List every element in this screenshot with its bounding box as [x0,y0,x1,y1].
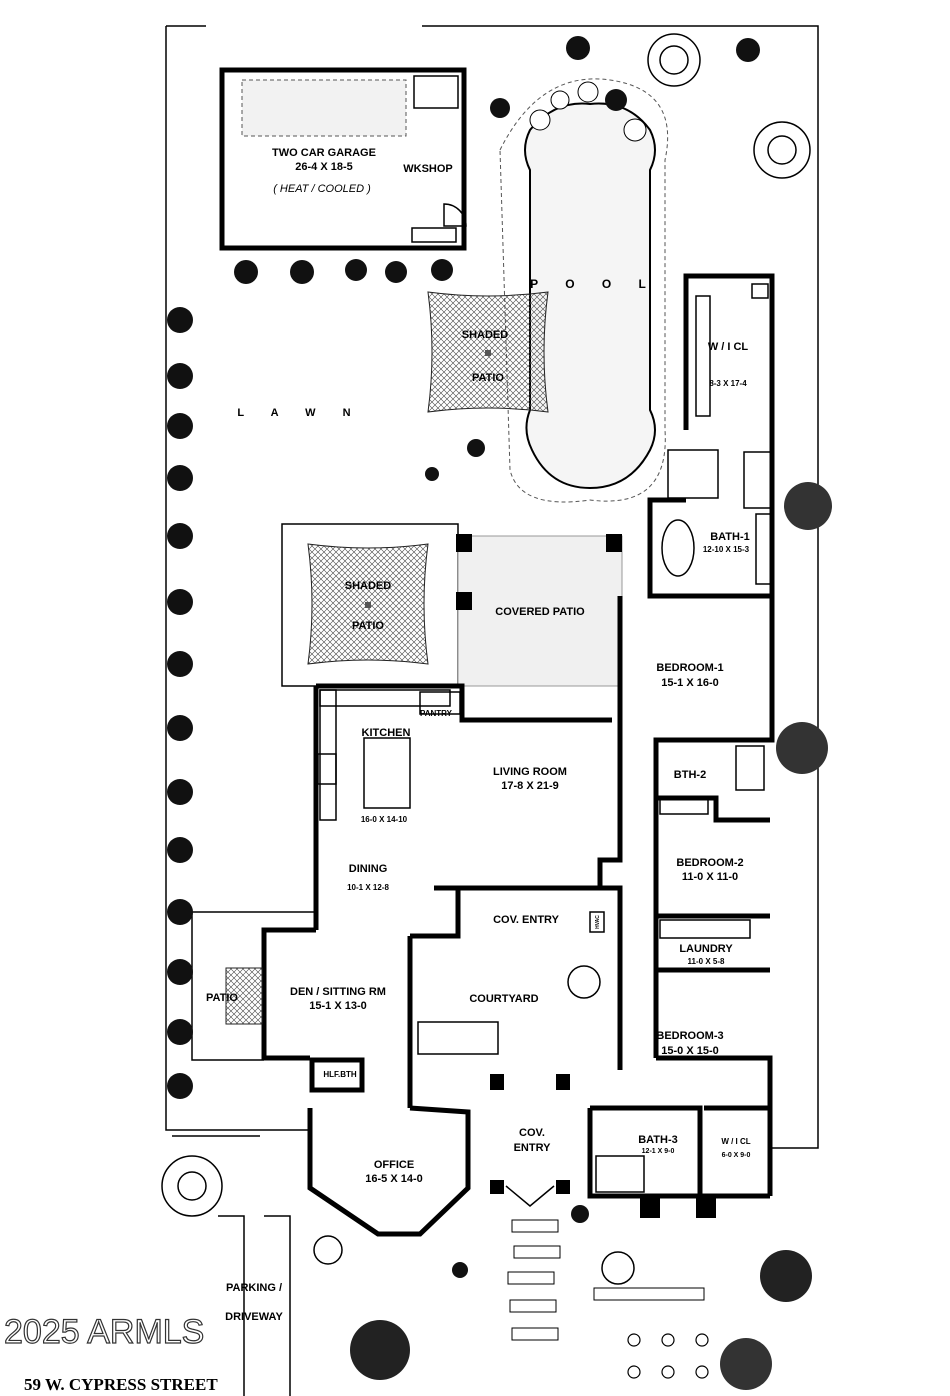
bedroom-2-name: BEDROOM-2 [676,857,743,869]
bedroom-3-dims: 15-0 X 15-0 [661,1045,718,1057]
garage-name: TWO CAR GARAGE [272,147,376,159]
wicl-1-dims: 8-3 X 17-4 [709,379,747,388]
bath-1-dims: 12-10 X 15-3 [703,545,750,554]
bedroom-1-dims: 15-1 X 16-0 [661,677,718,689]
courtyard-planter [417,1021,499,1055]
office-name: OFFICE [374,1159,414,1171]
hlf-bth-label: HLF.BTH [323,1070,357,1079]
bath-2-fixtures [656,745,770,823]
cov-entry-bottom [490,1074,570,1207]
lawn-label: L A W N [237,407,362,419]
wicl-1-name: W / I CL [708,341,749,353]
garage-dims: 26-4 X 18-5 [295,161,352,173]
walkway-stones [507,1219,705,1341]
master-bath-wing [647,273,775,599]
wkshop-label: WKSHOP [403,163,453,175]
bath-3-fixtures [587,1105,770,1218]
house-walls [261,596,775,1196]
courtyard-label: COURTYARD [469,993,538,1005]
bedroom-3-name: BEDROOM-3 [656,1030,723,1042]
laundry-fixtures [656,919,770,973]
dining-name: DINING [349,863,388,875]
den-dims: 15-1 X 13-0 [309,1000,366,1012]
parking-driveway [218,1215,291,1396]
half-bath [309,1057,365,1093]
den-name: DEN / SITTING RM [290,986,386,998]
svg-text:HVAC: HVAC [595,915,601,929]
side-patio-slab [191,911,316,1061]
pool-label: P O O L [530,277,658,291]
shaded-patio-left-name: SHADED [345,580,392,592]
kitchen-fixtures [317,689,461,821]
office-dims: 16-5 X 14-0 [365,1173,422,1185]
kitchen-dims: 16-0 X 14-10 [361,815,408,824]
hvac-unit: HVAC [589,911,605,933]
address-label: 59 W. CYPRESS STREET [24,1375,218,1394]
shaded-patio-top-name2: PATIO [472,372,504,384]
covered-patio-label: COVERED PATIO [495,606,585,618]
office-walls [307,1105,471,1237]
bath-3-name: BATH-3 [638,1134,678,1146]
shade-post-left [365,602,371,608]
covered-patio [456,534,623,687]
cov-entry-bottom-name2: ENTRY [514,1142,552,1154]
cov-entry-top-label: COV. ENTRY [493,914,559,926]
bath-1-name: BATH-1 [710,531,750,543]
flower-shrubs [161,33,811,1285]
bath-3-dims: 12-1 X 9-0 [642,1148,675,1155]
wicl-3-dims: 6-0 X 9-0 [722,1152,751,1159]
stepping-circles [627,1333,709,1379]
bth-2-label: BTH-2 [674,769,706,781]
shade-post-top [485,350,491,356]
kitchen-name: KITCHEN [362,727,411,739]
cov-entry-bottom-name: COV. [519,1127,545,1139]
parking-name: PARKING / [226,1282,282,1294]
bedroom-1-name: BEDROOM-1 [656,662,723,674]
bedroom-2-dims: 11-0 X 11-0 [682,871,738,883]
living-room-dims: 17-8 X 21-9 [501,780,558,792]
living-room-name: LIVING ROOM [493,766,567,778]
shaded-patio-left-name2: PATIO [352,620,384,632]
watermark: 2025 ARMLS [4,1313,204,1351]
pantry-label: PANTRY [420,709,453,718]
dining-dims: 10-1 X 12-8 [347,883,389,892]
pool [499,78,669,503]
garage-note: ( HEAT / COOLED ) [273,183,371,195]
parking-name2: DRIVEWAY [225,1311,283,1323]
patio-small-label: PATIO [206,992,238,1004]
shaded-patio-top-name: SHADED [462,329,509,341]
wicl-3-name: W / I CL [721,1137,750,1146]
laundry-name: LAUNDRY [679,943,733,955]
laundry-dims: 11-0 X 5-8 [688,957,725,966]
small-patio [225,967,263,1025]
landscape-trees [167,36,832,1390]
property-lines [165,25,819,1149]
garage [219,67,467,251]
